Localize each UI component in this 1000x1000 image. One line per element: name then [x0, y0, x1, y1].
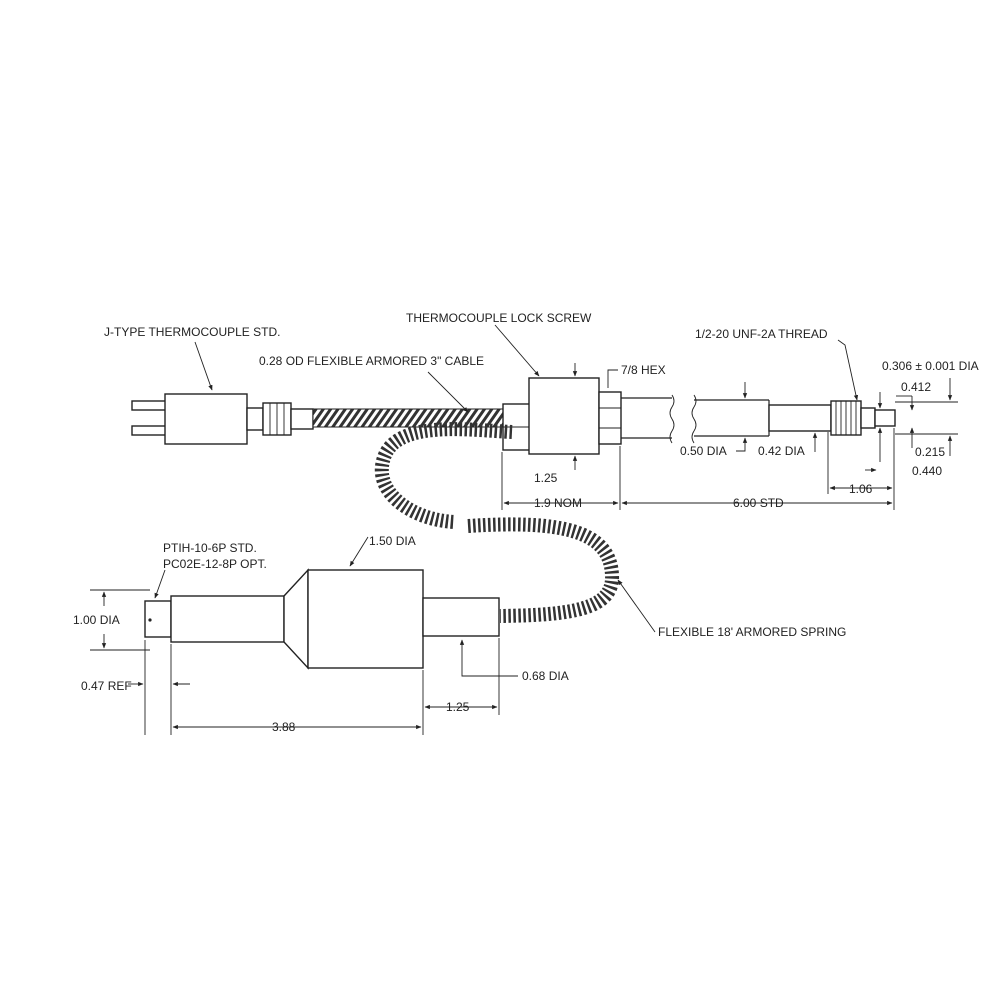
label-lock-screw: THERMOCOUPLE LOCK SCREW [406, 311, 592, 325]
label-600-std: 6.00 STD [733, 496, 784, 510]
label-19-nom: 1.9 NOM [534, 496, 582, 510]
label-125-bottom: 1.25 [446, 700, 470, 714]
label-thread: 1/2-20 UNF-2A THREAD [695, 327, 828, 341]
label-dia-042: 0.42 DIA [758, 444, 805, 458]
label-pc02e: PC02E-12-8P OPT. [163, 557, 267, 571]
plug-pins [131, 400, 167, 436]
label-dia-150: 1.50 DIA [369, 534, 416, 548]
label-dia-050: 0.50 DIA [680, 444, 727, 458]
cable-ferrule [262, 402, 314, 436]
label-388: 3.88 [272, 720, 296, 734]
label-0412: 0.412 [901, 380, 931, 394]
probe-stem [621, 394, 832, 444]
lock-screw-body [502, 377, 622, 455]
labels: J-TYPE THERMOCOUPLE STD. 0.28 OD FLEXIBL… [73, 311, 979, 734]
bottom-connector [144, 568, 500, 670]
label-0215: 0.215 [915, 445, 945, 459]
label-106: 1.06 [849, 482, 873, 496]
dimension-lines [90, 324, 958, 735]
label-cable: 0.28 OD FLEXIBLE ARMORED 3" CABLE [259, 354, 484, 368]
label-0440: 0.440 [912, 464, 942, 478]
label-dia-068: 0.68 DIA [522, 669, 569, 683]
label-125-top: 1.25 [534, 471, 558, 485]
label-ptih: PTIH-10-6P STD. [163, 541, 257, 555]
label-spring: FLEXIBLE 18' ARMORED SPRING [658, 625, 846, 639]
label-j-type: J-TYPE THERMOCOUPLE STD. [104, 325, 280, 339]
plug-collar [246, 407, 264, 431]
armored-spring-lower [467, 517, 619, 623]
j-type-plug-body [164, 393, 248, 445]
label-dia-100: 1.00 DIA [73, 613, 120, 627]
armored-cable [312, 408, 514, 428]
thread-section [830, 400, 896, 436]
armored-spring-upper [374, 422, 513, 529]
label-047-ref: 0.47 REF [81, 679, 132, 693]
label-dia-0306: 0.306 ± 0.001 DIA [882, 359, 979, 373]
label-hex: 7/8 HEX [621, 363, 666, 377]
